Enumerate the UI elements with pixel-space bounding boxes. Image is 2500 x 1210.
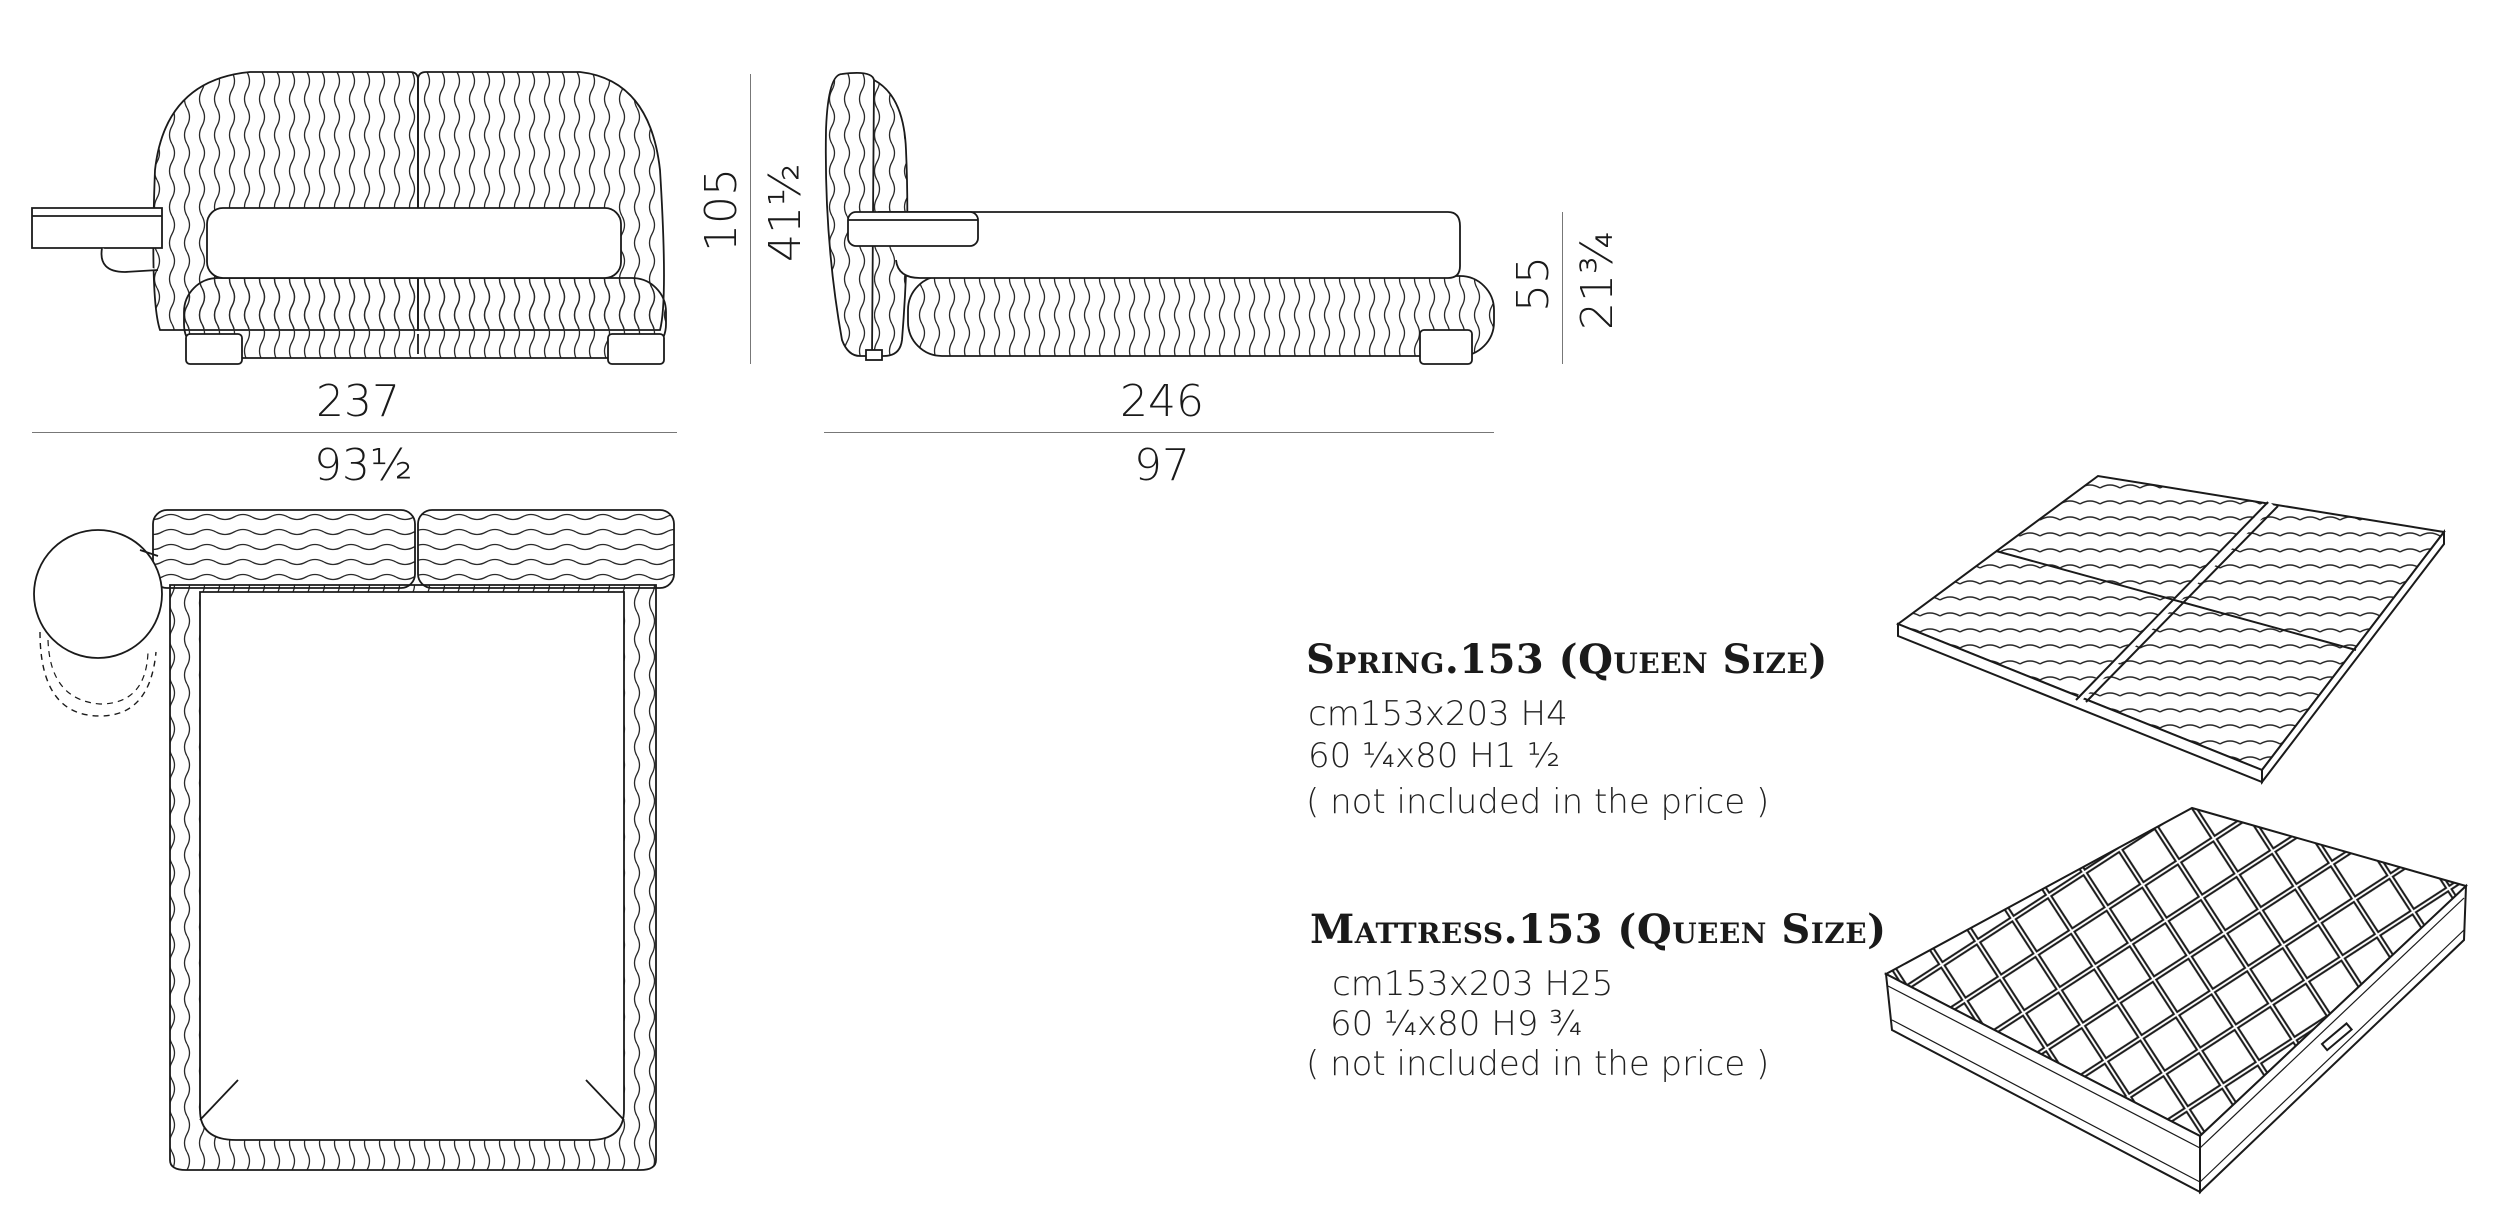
side-length-in-label: 97	[1134, 440, 1190, 491]
mattress-metric-size: cm153x203 H25	[1332, 964, 1614, 1004]
spring-slat-base-illustration	[1895, 474, 2446, 785]
top-view	[33, 509, 675, 1171]
height-cm-label: 105	[696, 168, 747, 252]
spring-metric-size: cm153x203 H4	[1308, 694, 1568, 734]
height-dimension-line	[750, 74, 751, 364]
front-width-cm-label: 237	[316, 376, 400, 427]
seat-height-in-label: 21¾	[1572, 231, 1623, 330]
front-view	[31, 71, 667, 365]
spring-imperial-size: 60 ¼x80 H1 ½	[1308, 736, 1561, 776]
mattress-imperial-size: 60 ¼x80 H9 ¾	[1330, 1004, 1583, 1044]
front-width-dimension-line	[32, 432, 677, 433]
seat-height-cm-label: 55	[1508, 256, 1559, 312]
spring-title: Spring.153 (Queen Size)	[1306, 636, 1828, 683]
spring-price-note: ( not included in the price )	[1306, 782, 1770, 822]
side-view	[824, 71, 1495, 365]
front-width-in-label: 93½	[314, 440, 413, 491]
seat-height-dimension-line	[1562, 212, 1563, 364]
side-length-cm-label: 246	[1120, 376, 1204, 427]
mattress-title: Mattress.153 (Queen Size)	[1310, 906, 1887, 953]
mattress-price-note: ( not included in the price )	[1306, 1044, 1770, 1084]
side-length-dimension-line	[824, 432, 1494, 433]
mattress-illustration	[1883, 806, 2468, 1195]
height-in-label: 41½	[760, 163, 811, 262]
